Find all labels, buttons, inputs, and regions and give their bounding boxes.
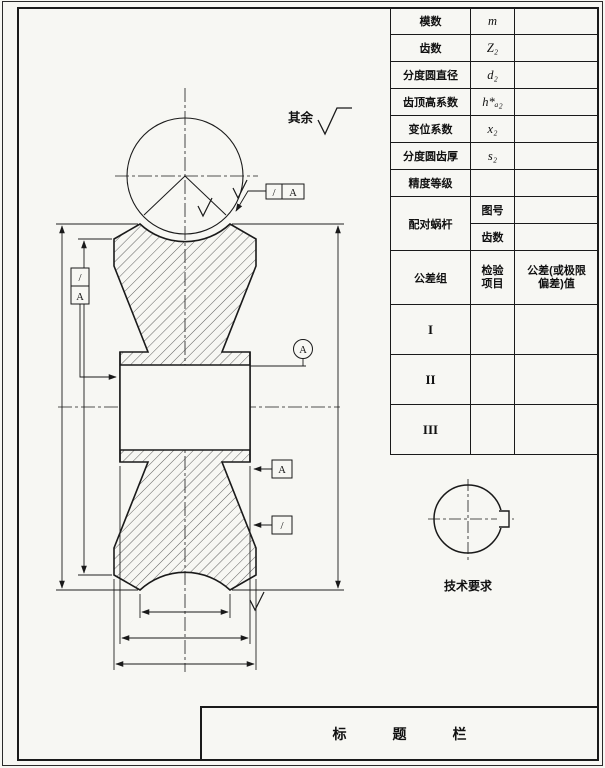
tolerance-group-label: 公差组: [390, 250, 471, 305]
param-value-cell: [514, 404, 599, 455]
param-value-cell: [514, 169, 599, 197]
tolerance-value-header: 公差(或极限 偏差)值: [514, 250, 599, 305]
param-label: 分度圆齿厚: [390, 142, 471, 170]
tolerance-group-1: I: [390, 304, 471, 355]
param-value-cell: [514, 61, 599, 89]
table-row: 齿顶高系数 h*ₐ₂: [390, 88, 599, 116]
param-label: 分度圆直径: [390, 61, 471, 89]
table-row: 变位系数 x₂: [390, 115, 599, 143]
surface-note-label: 其余: [288, 110, 314, 125]
table-row: III: [390, 404, 599, 455]
param-label: 齿顶高系数: [390, 88, 471, 116]
param-value-cell: [514, 196, 599, 224]
param-symbol: h*ₐ₂: [470, 88, 515, 116]
inspection-item-line1: 检验: [481, 264, 504, 277]
roughness-symbols: [197, 107, 352, 612]
bore: [120, 365, 250, 450]
param-value-cell: [514, 115, 599, 143]
tolerance-frame-left: [70, 267, 117, 380]
datum-box-right: [253, 459, 293, 535]
extension-lines: [56, 223, 344, 670]
datum-ref-letter: A: [76, 292, 84, 303]
tolerance-value-line2: 偏差)值: [538, 277, 575, 290]
table-row: 齿数 Z₂: [390, 34, 599, 62]
tolerance-symbol: /: [272, 187, 276, 199]
param-symbol: s₂: [470, 142, 515, 170]
table-row: 公差组 检验 项目 公差(或极限 偏差)值: [390, 250, 599, 305]
param-symbol: Z₂: [470, 34, 515, 62]
param-symbol: m: [470, 7, 515, 35]
table-row: I: [390, 304, 599, 355]
param-value-cell: [514, 88, 599, 116]
roughness-icon: [317, 107, 352, 136]
roughness-icon: [232, 179, 248, 200]
table-row: II: [390, 354, 599, 405]
roughness-icon: [197, 197, 213, 218]
tolerance-group-3: III: [390, 404, 471, 455]
inspection-item-header: 检验 项目: [470, 250, 515, 305]
datum-ref-letter: A: [278, 465, 286, 476]
parameter-table: 模数 m 齿数 Z₂ 分度圆直径 d₂ 齿顶高系数 h*ₐ₂: [390, 7, 599, 455]
inspection-item-line2: 项目: [481, 277, 504, 290]
datum-ref-letter: A: [289, 188, 297, 199]
param-value-cell: [514, 34, 599, 62]
param-label: 变位系数: [390, 115, 471, 143]
table-row: 分度圆齿厚 s₂: [390, 142, 599, 170]
param-value-cell: [514, 223, 599, 251]
tolerance-frame-top: [235, 183, 305, 212]
table-row: 模数 m: [390, 7, 599, 35]
title-block: 标 题 栏: [200, 706, 599, 761]
mating-worm-drawing-no-label: 图号: [470, 196, 515, 224]
gear-section: [113, 223, 257, 591]
datum-circle-letter: A: [299, 345, 307, 356]
worm-circle: [126, 117, 244, 235]
datum-circle: [293, 339, 313, 366]
param-value-cell: [514, 142, 599, 170]
hub-end-view: [428, 479, 514, 561]
roughness-icon: [249, 591, 265, 612]
tolerance-group-2: II: [390, 354, 471, 405]
tolerance-value-line1: 公差(或极限: [527, 264, 586, 277]
table-row: 配对蜗杆 图号: [390, 196, 599, 251]
param-value-cell: [514, 354, 599, 405]
table-row: 精度等级: [390, 169, 599, 197]
tolerance-symbol: /: [280, 520, 284, 532]
param-value-cell: [470, 304, 515, 355]
param-value-cell: [470, 404, 515, 455]
table-row: 分度圆直径 d₂: [390, 61, 599, 89]
mating-worm-teeth-label: 齿数: [470, 223, 515, 251]
keyway: [499, 510, 510, 528]
tolerance-symbol: /: [78, 272, 82, 284]
param-value-cell: [470, 169, 515, 197]
mating-worm-label: 配对蜗杆: [390, 196, 471, 251]
param-symbol: x₂: [470, 115, 515, 143]
accuracy-grade-label: 精度等级: [390, 169, 471, 197]
technical-requirements-label: 技术要求: [443, 579, 492, 593]
param-value-cell: [470, 354, 515, 405]
param-value-cell: [514, 304, 599, 355]
param-label: 模数: [390, 7, 471, 35]
param-label: 齿数: [390, 34, 471, 62]
param-value-cell: [514, 7, 599, 35]
param-symbol: d₂: [470, 61, 515, 89]
